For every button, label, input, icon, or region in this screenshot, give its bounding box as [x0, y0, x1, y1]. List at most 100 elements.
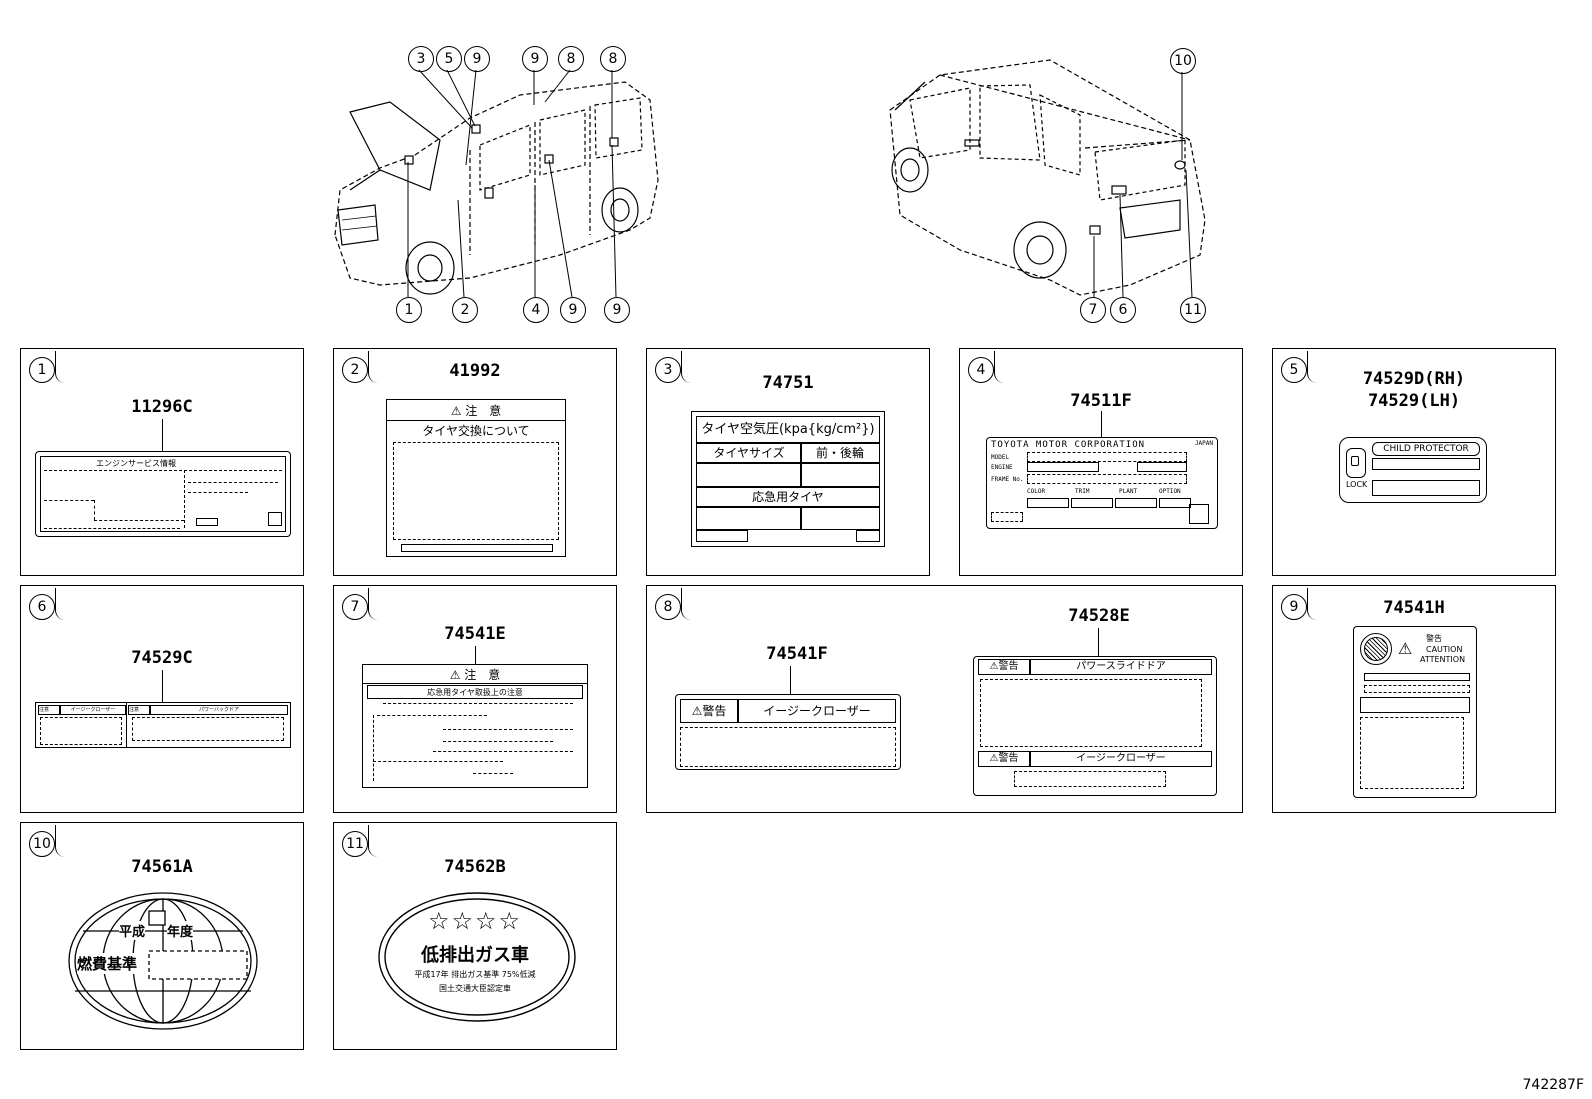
panel-number: 9 — [1281, 594, 1307, 620]
low-emission-text: 低排出ガス車 — [421, 945, 529, 966]
label-closer-backdoor: 注意 イージークローザー 注意 パワーバックドア — [35, 702, 291, 748]
cell-easy-closer: イージークローザー — [60, 705, 126, 715]
stars-text: ☆☆☆☆ — [427, 907, 523, 935]
label-head: ⚠ 注 意 — [363, 667, 587, 684]
part-number-left: 74541F — [766, 644, 828, 664]
label-japan: JAPAN — [1194, 440, 1213, 447]
panel-8: 8 74541F ⚠警告 イージークローザー 74528E ⚠警告 パワースライ… — [646, 585, 1243, 813]
callout-6: 6 — [1110, 297, 1136, 323]
standard-text: 平成17年 排出ガス基準 75%低減 — [414, 970, 536, 979]
leader-line-right — [1098, 628, 1099, 656]
leader-line — [1101, 411, 1102, 437]
kijun-text: 燃費基準 — [77, 953, 138, 974]
label-lock: LOCK — [1346, 480, 1368, 489]
leader-line-left — [790, 666, 791, 694]
panel-6: 6 74529C 注意 イージークローザー 注意 パワーバックドア — [20, 585, 304, 813]
panel-number-arc — [55, 825, 66, 857]
part-number-rh: 74529D(RH) — [1362, 369, 1466, 389]
panel-number-arc — [55, 351, 66, 383]
panel-2: 2 41992 ⚠ 注 意 タイヤ交換について — [333, 348, 617, 576]
part-number: 74529C — [131, 648, 193, 668]
panel-number: 4 — [968, 357, 994, 383]
caution-text: CAUTION — [1426, 645, 1463, 654]
panel-number: 3 — [655, 357, 681, 383]
panel-number: 10 — [29, 831, 55, 857]
part-number: 74511F — [1070, 391, 1132, 411]
leader-line — [475, 646, 476, 664]
label-spare-tire: ⚠ 注 意 応急用タイヤ取扱上の注意 — [362, 664, 588, 788]
low-emission-emblem — [378, 892, 576, 1022]
callout-5: 5 — [436, 46, 462, 72]
field-frame: FRAME No. — [991, 476, 1024, 483]
field-model: MODEL — [991, 454, 1010, 461]
label-child-protector: LOCK CHILD PROTECTOR — [1339, 437, 1487, 503]
panel-1: 1 11296C エンジンサービス情報 — [20, 348, 304, 576]
nendo-text: 年度 — [167, 921, 194, 940]
label-tire-pressure: タイヤ空気圧(kpa{kg/cm²}) タイヤサイズ 前・後輪 応急用タイヤ — [691, 411, 885, 547]
label-tire-change: ⚠ 注 意 タイヤ交換について — [386, 399, 566, 557]
panel-number-arc — [368, 825, 379, 857]
warn-text: 警告 — [1426, 634, 1442, 643]
title-cell: イージークローザー — [738, 699, 896, 723]
part-number: 74562B — [444, 857, 506, 877]
part-number: 74541E — [444, 624, 506, 644]
warn-cell: ⚠警告 — [680, 699, 738, 723]
panel-number-arc — [368, 588, 379, 620]
cell-caution-c: 注意 — [128, 705, 150, 715]
callout-7: 7 — [1080, 297, 1106, 323]
panel-number: 2 — [342, 357, 368, 383]
panel-number-arc — [681, 588, 692, 620]
label-title: エンジンサービス情報 — [96, 459, 176, 468]
panel-number-arc — [1307, 588, 1318, 620]
warn-cell-bottom: ⚠警告 — [978, 751, 1030, 767]
panel-number: 11 — [342, 831, 368, 857]
callout-1: 1 — [396, 297, 422, 323]
label-head: ⚠ 注 意 — [387, 402, 565, 421]
warn-cell-top: ⚠警告 — [978, 659, 1030, 675]
callout-9d: 9 — [604, 297, 630, 323]
row-spare: 応急用タイヤ — [696, 486, 880, 508]
panel-9: 9 74541H ⚠ 警告 CAUTION ATTENTION — [1272, 585, 1556, 813]
front-vehicle-drawing — [334, 69, 659, 298]
panel-number-arc — [55, 588, 66, 620]
field-option: OPTION — [1159, 488, 1181, 495]
callout-10: 10 — [1170, 48, 1196, 74]
label-title: TOYOTA MOTOR CORPORATION — [991, 440, 1146, 450]
cell-power-backdoor: パワーバックドア — [150, 705, 288, 715]
figure-id: 742287F — [1522, 1077, 1585, 1093]
panel-number-arc — [681, 351, 692, 383]
leader-line — [162, 419, 163, 451]
callout-9c: 9 — [560, 297, 586, 323]
panel-11: 11 74562B ☆☆☆☆ 低排出ガス車 平成17年 排出ガス基準 75%低減… — [333, 822, 617, 1050]
callout-8b: 8 — [600, 46, 626, 72]
panel-7: 7 74541E ⚠ 注 意 応急用タイヤ取扱上の注意 — [333, 585, 617, 813]
field-trim: TRIM — [1075, 488, 1090, 495]
panel-3: 3 74751 タイヤ空気圧(kpa{kg/cm²}) タイヤサイズ 前・後輪 … — [646, 348, 930, 576]
panel-number: 7 — [342, 594, 368, 620]
field-engine: ENGINE — [991, 464, 1013, 471]
part-number-right: 74528E — [1068, 606, 1130, 626]
label-engine-service: エンジンサービス情報 — [35, 451, 291, 537]
title-cell-bottom: イージークローザー — [1030, 751, 1212, 767]
attention-text: ATTENTION — [1420, 655, 1466, 664]
part-number: 74541H — [1383, 598, 1445, 618]
part-number: 11296C — [131, 397, 193, 417]
panel-number: 1 — [29, 357, 55, 383]
label-title: タイヤ空気圧(kpa{kg/cm²}) — [696, 416, 880, 444]
label-sub: 応急用タイヤ取扱上の注意 — [427, 688, 523, 697]
panel-5: 5 74529D(RH) 74529(LH) LOCK CHILD PROTEC… — [1272, 348, 1556, 576]
panel-number: 8 — [655, 594, 681, 620]
callout-4: 4 — [523, 297, 549, 323]
panel-number: 5 — [1281, 357, 1307, 383]
label-power-slide-door: ⚠警告 パワースライドドア ⚠警告 イージークローザー — [973, 656, 1217, 796]
label-vin-plate: TOYOTA MOTOR CORPORATION JAPAN MODEL ENG… — [986, 437, 1218, 529]
part-number: 41992 — [449, 361, 501, 381]
panel-10: 10 74561A 平成 年度 燃費基準 — [20, 822, 304, 1050]
field-plant: PLANT — [1119, 488, 1138, 495]
panel-number-arc — [368, 351, 379, 383]
panel-number-arc — [994, 351, 1005, 383]
title-cell-top: パワースライドドア — [1030, 659, 1212, 675]
certified-text: 国土交通大臣認定車 — [439, 984, 511, 993]
label-easy-closer: ⚠警告 イージークローザー — [675, 694, 901, 770]
heisei-text: 平成 — [119, 921, 146, 940]
